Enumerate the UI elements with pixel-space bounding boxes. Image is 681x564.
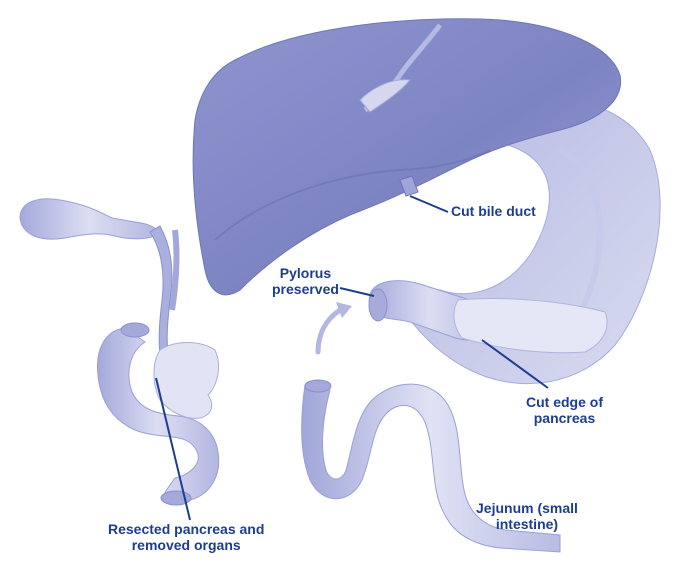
reconnect-arrow bbox=[318, 310, 340, 352]
jejunum-opening bbox=[305, 380, 331, 392]
duodenum-opening-top bbox=[121, 323, 149, 337]
pylorus-opening bbox=[369, 289, 387, 321]
label-cut-bile-duct: Cut bile duct bbox=[451, 203, 536, 219]
label-resected-pancreas: Resected pancreas and removed organs bbox=[108, 521, 264, 553]
leader-pylorus bbox=[340, 288, 374, 296]
label-pylorus-preserved: Pylorus preserved bbox=[272, 265, 339, 297]
label-cut-edge-of-pancreas: Cut edge of pancreas bbox=[526, 394, 603, 426]
gallbladder bbox=[20, 199, 158, 239]
removed-bile-duct bbox=[150, 226, 172, 355]
label-jejunum: Jejunum (small intestine) bbox=[476, 500, 578, 532]
removed-duct-branch bbox=[172, 230, 176, 310]
leader-bile-duct bbox=[410, 196, 448, 212]
